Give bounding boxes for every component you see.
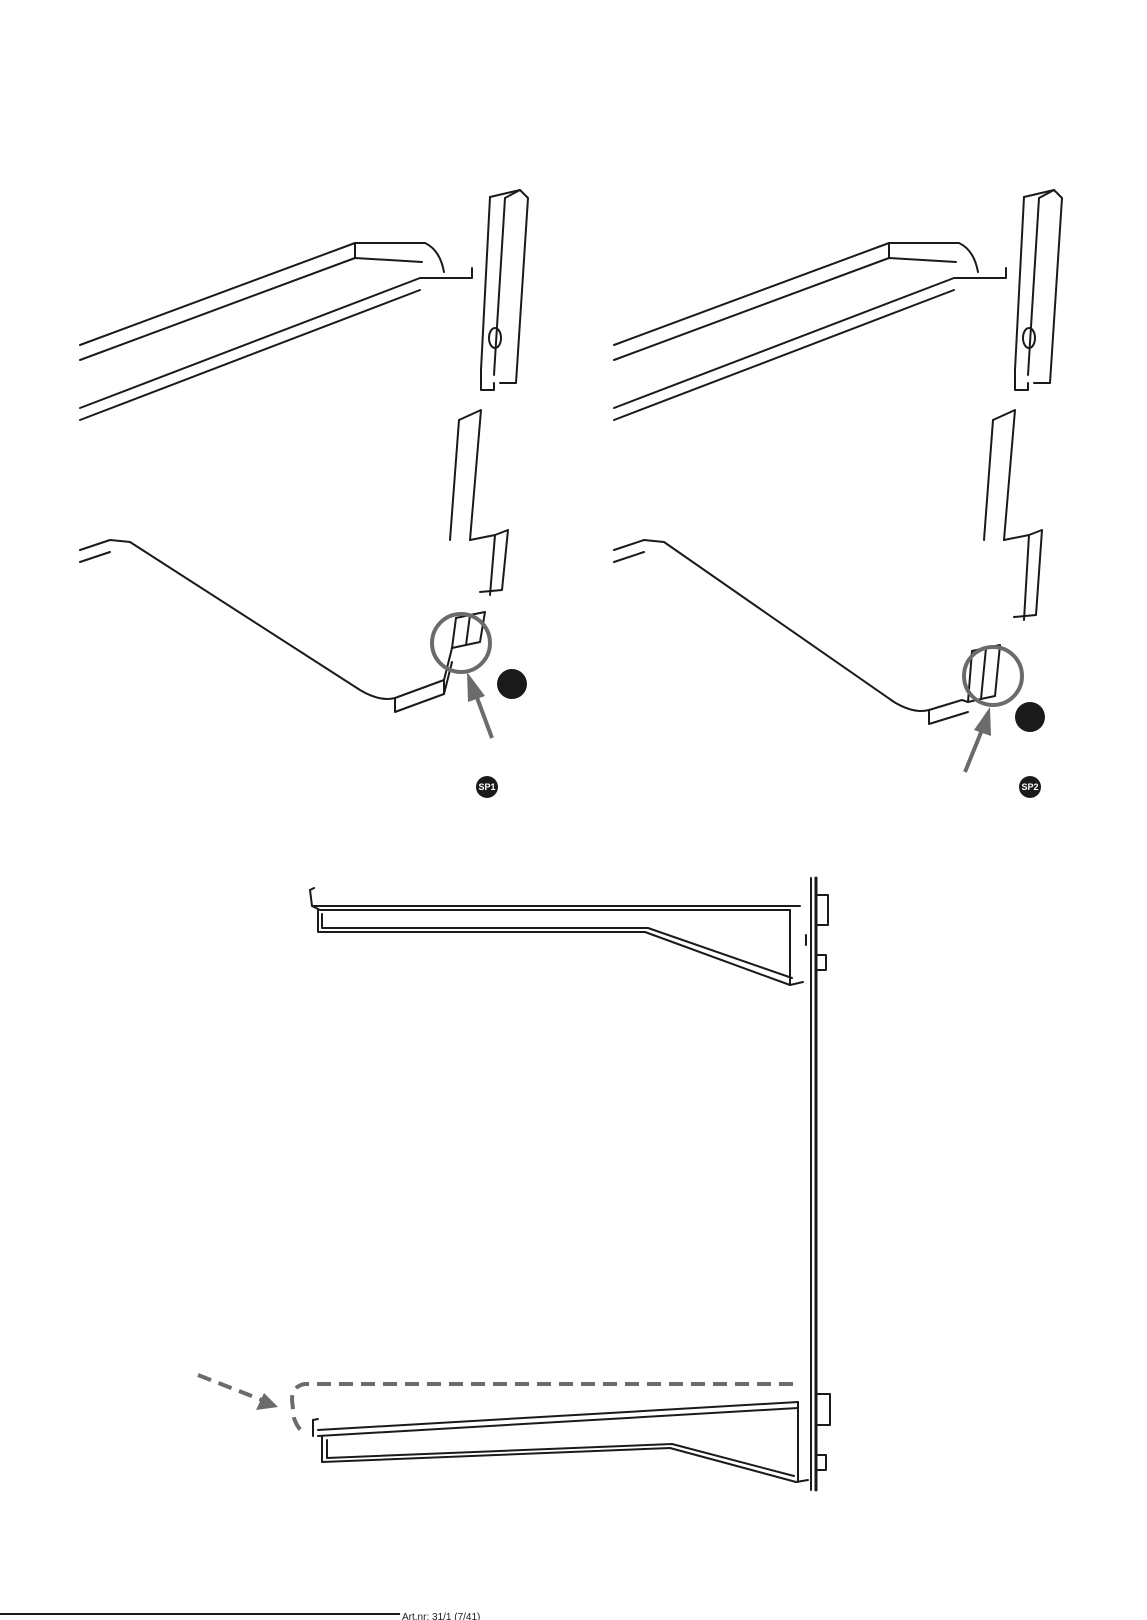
shelf-bracket-right: [614, 190, 1062, 724]
arrow-head-left: [467, 672, 485, 702]
dashed-arrow-icon: [198, 1375, 262, 1400]
footer: Art.nr: 31/1 (7/41): [0, 1612, 480, 1620]
panel-left: SP1: [80, 190, 528, 798]
highlight-circle-icon: [432, 614, 490, 672]
step-dot-icon: [497, 669, 527, 699]
side-view: [198, 878, 830, 1490]
step-badge-sp2: SP2: [1019, 776, 1041, 798]
arrow-icon: [476, 695, 492, 738]
footer-text: Art.nr: 31/1 (7/41): [402, 1612, 480, 1620]
arrow-head-right: [974, 707, 991, 736]
shelf-bracket-left: [80, 190, 528, 712]
panel-right: SP2: [614, 190, 1062, 798]
badge-label-sp1: SP1: [478, 782, 495, 792]
step-badge-sp1: SP1: [476, 776, 498, 798]
bottom-shelf: [313, 1394, 830, 1482]
step-dot-icon: [1015, 702, 1045, 732]
badge-label-sp2: SP2: [1021, 782, 1038, 792]
arrow-icon: [965, 730, 982, 772]
dashed-arrow-head: [256, 1393, 278, 1410]
top-shelf: [310, 888, 828, 985]
